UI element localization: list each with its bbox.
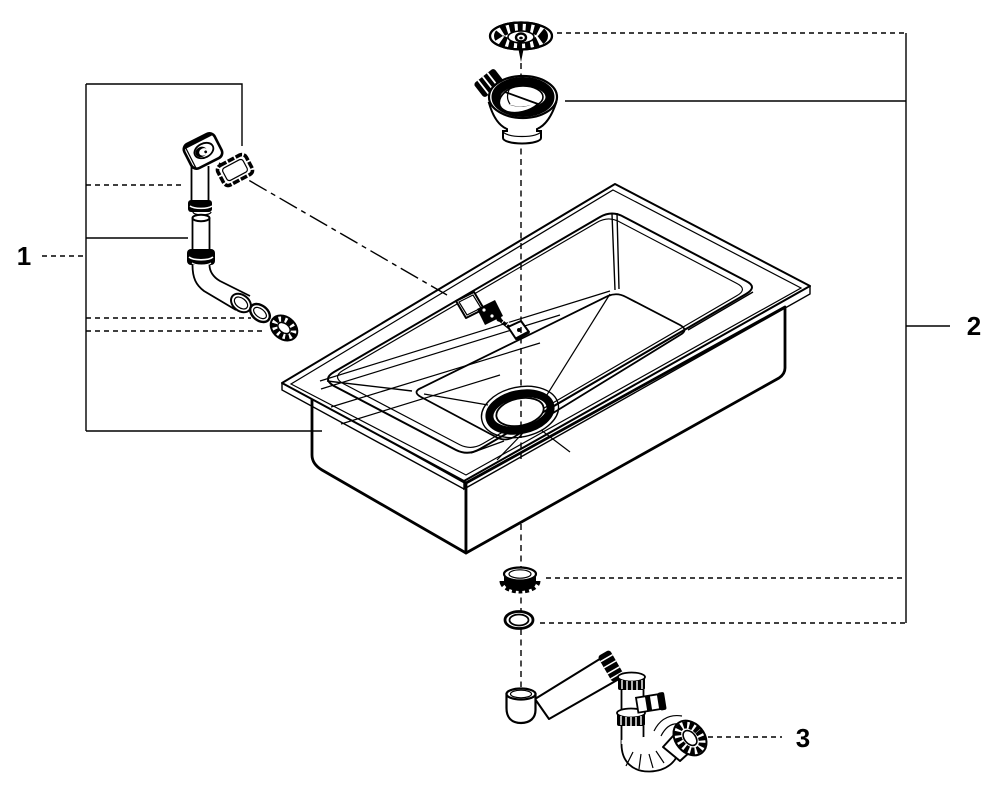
overflow-tube-lower xyxy=(187,213,215,266)
overflow-tube-upper xyxy=(188,166,213,216)
sink-basin xyxy=(281,183,811,555)
bowl-floor xyxy=(415,293,686,441)
trap-inlet-cup xyxy=(505,687,537,725)
callout-2-label: 2 xyxy=(967,311,981,341)
overflow-cover xyxy=(182,132,224,170)
overflow-clamp xyxy=(507,320,530,341)
compression-nut xyxy=(269,314,299,342)
drain-gasket xyxy=(503,610,535,630)
strainer-basket xyxy=(474,69,559,145)
trap-nut-1 xyxy=(598,650,624,682)
o-ring xyxy=(248,302,272,324)
strainer-cap xyxy=(488,21,554,62)
sink-right-wall xyxy=(464,305,787,555)
overflow-gasket-frame xyxy=(215,152,255,188)
overflow-kit xyxy=(182,132,299,342)
callout-3-label: 3 xyxy=(796,723,810,753)
trap-side-port xyxy=(634,692,667,714)
callout-bracket-1 xyxy=(42,83,322,432)
overflow-elbow-pipe xyxy=(191,264,252,314)
callout-1-label: 1 xyxy=(17,241,31,271)
locknut xyxy=(499,566,541,594)
bowl-opening xyxy=(327,212,753,454)
overflow-assembly-leader xyxy=(218,162,448,296)
siphon-trap xyxy=(505,650,708,773)
callout-bracket-2 xyxy=(540,32,950,624)
sink-left-wall xyxy=(310,395,468,555)
drain-hole xyxy=(480,385,560,439)
trap-vertical-section xyxy=(616,671,646,744)
trap-outlet-nut xyxy=(672,719,708,757)
